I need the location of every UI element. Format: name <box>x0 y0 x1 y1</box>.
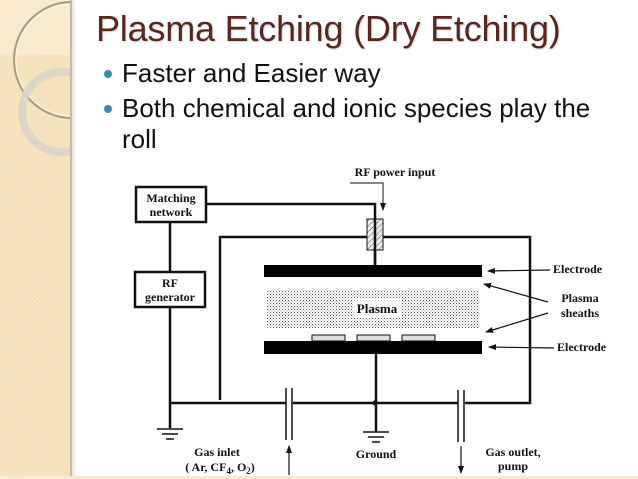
bullet-list: Faster and Easier way Both chemical and … <box>104 58 624 159</box>
sheath-top-arrow <box>483 283 549 303</box>
wafer <box>401 334 436 342</box>
sheath-bottom-arrow <box>485 312 549 333</box>
bottom-electrode <box>264 341 482 354</box>
plasma-sheaths-label-line1: Plasma <box>561 291 598 305</box>
bullet-item: Faster and Easier way <box>104 58 624 89</box>
matching-network-box: Matching network <box>134 185 208 224</box>
ring-small <box>18 68 70 156</box>
ring-large <box>13 1 70 119</box>
rf-generator-label-line1: RF <box>162 276 178 290</box>
plasma-label-bg <box>353 298 401 318</box>
electrode-top-arrow <box>487 267 551 274</box>
bullet-text: Faster and Easier way <box>122 58 381 88</box>
bullet-dot-icon <box>104 70 112 78</box>
electrode-bottom-label: Electrode <box>557 340 607 354</box>
bullet-dot-icon <box>104 105 112 113</box>
junction-dot <box>372 400 378 406</box>
rf-generator-label-line2: generator <box>145 290 196 304</box>
ring-large-highlight <box>15 3 70 117</box>
wafer <box>311 334 346 342</box>
gas-outlet-pipe <box>457 390 465 442</box>
plasma-label: Plasma <box>357 301 398 316</box>
slide-title: Plasma Etching (Dry Etching) <box>96 8 561 49</box>
decorative-sidebar <box>0 0 72 479</box>
top-electrode <box>264 265 482 277</box>
electrode-top-label: Electrode <box>553 262 603 276</box>
ground-symbol-left-icon <box>157 428 183 440</box>
plasma-sheaths-label-line2: sheaths <box>561 306 599 320</box>
wire-matching-to-electrode <box>206 202 377 265</box>
gas-inlet-label-line1: Gas inlet <box>194 445 240 459</box>
ground-label: Ground <box>356 447 397 461</box>
bullet-item: Both chemical and ionic species play the… <box>104 93 624 155</box>
ground-symbol-center-icon <box>363 431 389 443</box>
wafer <box>356 334 391 342</box>
matching-network-label-line2: network <box>150 205 193 219</box>
sidebar-highlight <box>0 0 70 55</box>
rf-generator-box: RF generator <box>133 270 207 309</box>
gas-outlet-label-line2: pump <box>498 459 528 473</box>
bottom-strip <box>0 476 638 479</box>
chamber-wall <box>218 235 532 405</box>
matching-network-label-line1: Matching <box>146 191 195 205</box>
gas-inlet-pipe <box>285 388 293 440</box>
rf-power-input-label: RF power input <box>355 165 436 179</box>
wafers <box>311 334 436 342</box>
gas-inlet-label-line2: ( Ar, CF4, O2) <box>185 460 255 476</box>
rf-power-input-arrow <box>350 182 386 211</box>
electrode-bottom-arrow <box>488 344 555 351</box>
decorative-rings <box>0 0 70 156</box>
gas-outlet-label-line1: Gas outlet, <box>485 445 540 459</box>
bullet-text: Both chemical and ionic species play the… <box>122 93 591 154</box>
